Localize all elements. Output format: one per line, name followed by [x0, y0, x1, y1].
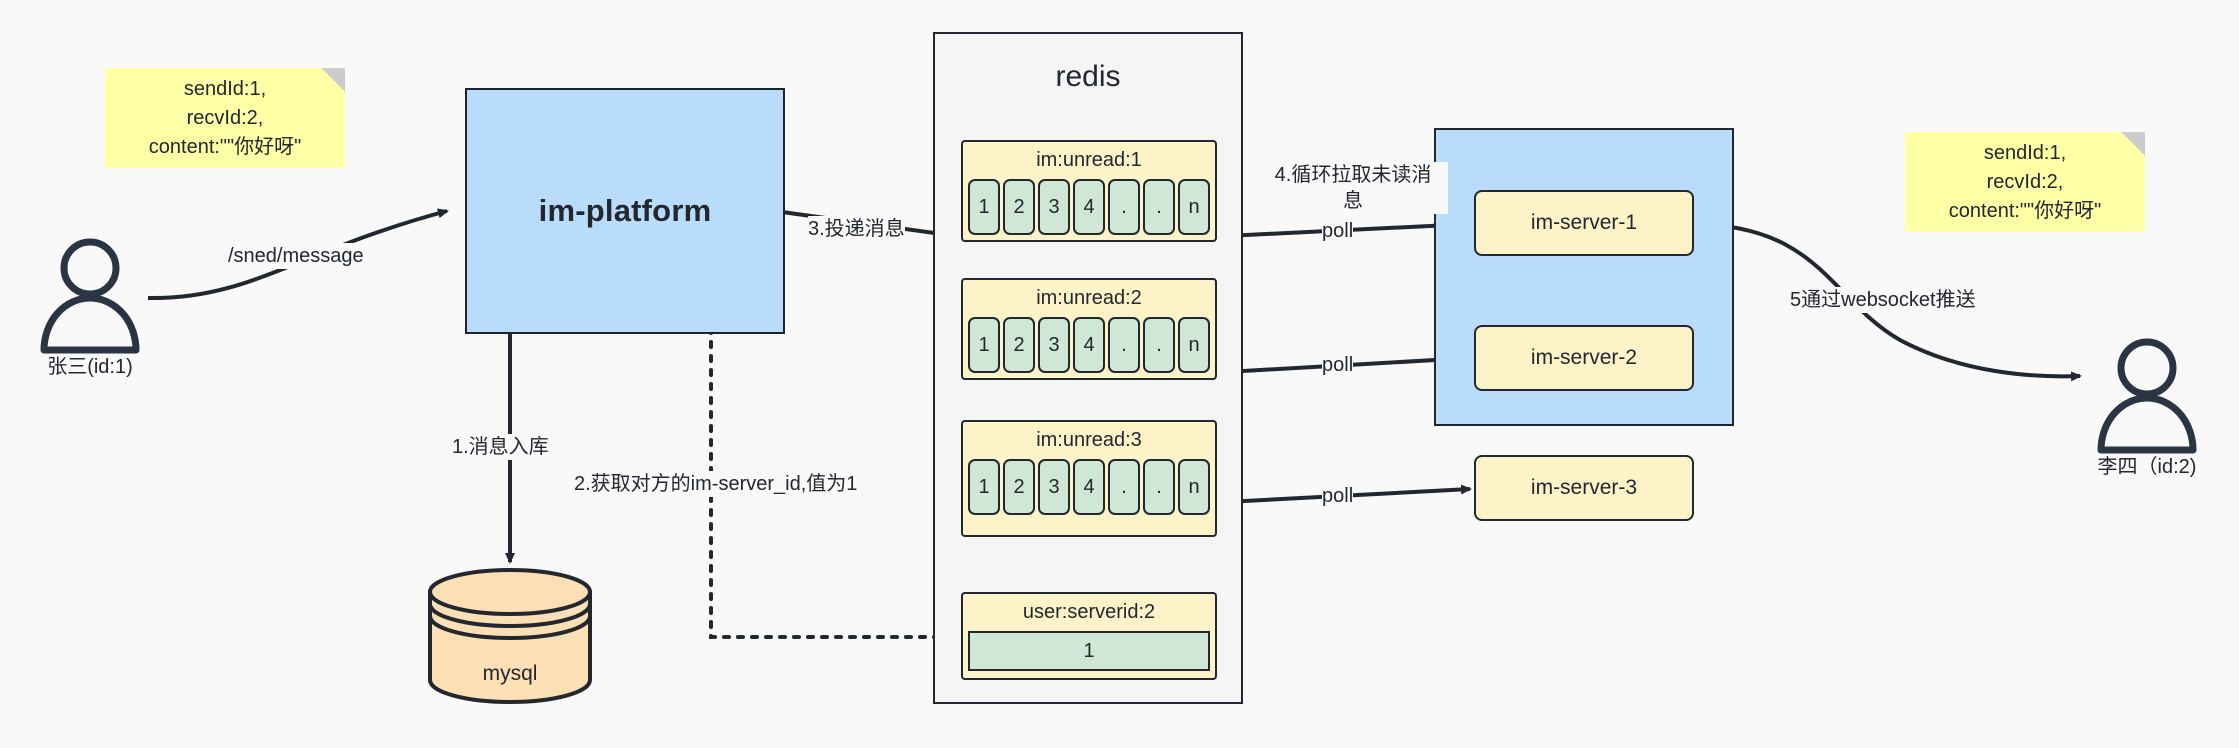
note-left-message-payload: sendId:1, recvId:2, content:""你好呀": [105, 68, 345, 168]
redis-cell: 1: [968, 179, 1000, 235]
redis-cell: .: [1108, 179, 1140, 235]
receiver-actor: 李四（id:2): [2095, 450, 2199, 479]
sender-actor: 张三(id:1): [38, 350, 142, 379]
edge-label-poll-2: poll: [1322, 352, 1354, 378]
redis-cell: 2: [1003, 459, 1035, 515]
redis-cell: 4: [1073, 179, 1105, 235]
im-server-1-label: im-server-1: [1530, 211, 1638, 234]
edge-label-poll-1: poll: [1322, 218, 1354, 244]
redis-title: redis: [1055, 60, 1121, 93]
note-fold-corner-icon: [321, 68, 345, 92]
receiver-actor-label: 李四（id:2): [2097, 456, 2197, 478]
im-server-2-label: im-server-2: [1530, 346, 1638, 369]
edge-label-step5: 5通过websocket推送: [1790, 287, 1976, 313]
mysql-label: mysql: [482, 662, 538, 685]
im-server-3-label: im-server-3: [1530, 476, 1638, 499]
edge-label-step2: 2.获取对方的im-server_id,值为1: [574, 471, 858, 497]
redis-cell: .: [1143, 317, 1175, 373]
redis-cell: 1: [968, 317, 1000, 373]
receiver-actor-glyph: [2097, 338, 2197, 454]
redis-key-title: im:unread:3: [1036, 429, 1142, 451]
im-server-1-node[interactable]: im-server-1: [1474, 190, 1694, 256]
redis-cell: .: [1108, 459, 1140, 515]
note-right-message-payload: sendId:1, recvId:2, content:""你好呀": [1905, 132, 2145, 232]
redis-cell: n: [1178, 459, 1210, 515]
redis-cell: .: [1143, 459, 1175, 515]
redis-key-cells: 1 2 3 4 . . n: [963, 317, 1215, 378]
redis-key-im-unread-1[interactable]: im:unread:1 1 2 3 4 . . n: [961, 140, 1217, 242]
redis-cell: 2: [1003, 317, 1035, 373]
note-fold-corner-icon: [2121, 132, 2145, 156]
im-platform-label: im-platform: [538, 193, 712, 228]
redis-cell: 4: [1073, 317, 1105, 373]
redis-cell: 4: [1073, 459, 1105, 515]
note-right-text: sendId:1, recvId:2, content:""你好呀": [1948, 141, 2102, 222]
redis-cell: n: [1178, 317, 1210, 373]
note-left-text: sendId:1, recvId:2, content:""你好呀": [148, 77, 302, 158]
redis-cell: .: [1108, 317, 1140, 373]
redis-cell: n: [1178, 179, 1210, 235]
redis-cell: 1: [968, 459, 1000, 515]
redis-key-value: 1: [968, 631, 1210, 671]
redis-key-cells: 1 2 3 4 . . n: [963, 459, 1215, 520]
edge-label-send-message: /sned/message: [228, 243, 364, 269]
im-server-3-node[interactable]: im-server-3: [1474, 455, 1694, 521]
redis-cell: 2: [1003, 179, 1035, 235]
sender-actor-glyph: [40, 238, 140, 354]
redis-key-im-unread-2[interactable]: im:unread:2 1 2 3 4 . . n: [961, 278, 1217, 380]
edge-label-step1: 1.消息入库: [452, 434, 549, 460]
redis-cell: 3: [1038, 459, 1070, 515]
sender-actor-label: 张三(id:1): [47, 356, 133, 378]
mysql-cylinder[interactable]: mysql: [430, 570, 590, 710]
edge-label-step4: 4.循环拉取未读消 息: [1258, 162, 1448, 214]
redis-key-title: user:serverid:2: [1022, 601, 1156, 623]
redis-key-user-serverid-2[interactable]: user:serverid:2 1: [961, 592, 1217, 680]
im-platform-box[interactable]: im-platform: [465, 88, 785, 334]
im-server-2-node[interactable]: im-server-2: [1474, 325, 1694, 391]
redis-cell: 3: [1038, 179, 1070, 235]
redis-key-im-unread-3[interactable]: im:unread:3 1 2 3 4 . . n: [961, 420, 1217, 537]
redis-cell: 3: [1038, 317, 1070, 373]
edge-label-poll-3: poll: [1322, 483, 1354, 509]
redis-key-title: im:unread:2: [1036, 287, 1142, 309]
edge-label-step3: 3.投递消息: [808, 216, 905, 242]
redis-key-cells: 1 2 3 4 . . n: [963, 179, 1215, 240]
redis-cell: .: [1143, 179, 1175, 235]
redis-key-title: im:unread:1: [1036, 149, 1142, 171]
